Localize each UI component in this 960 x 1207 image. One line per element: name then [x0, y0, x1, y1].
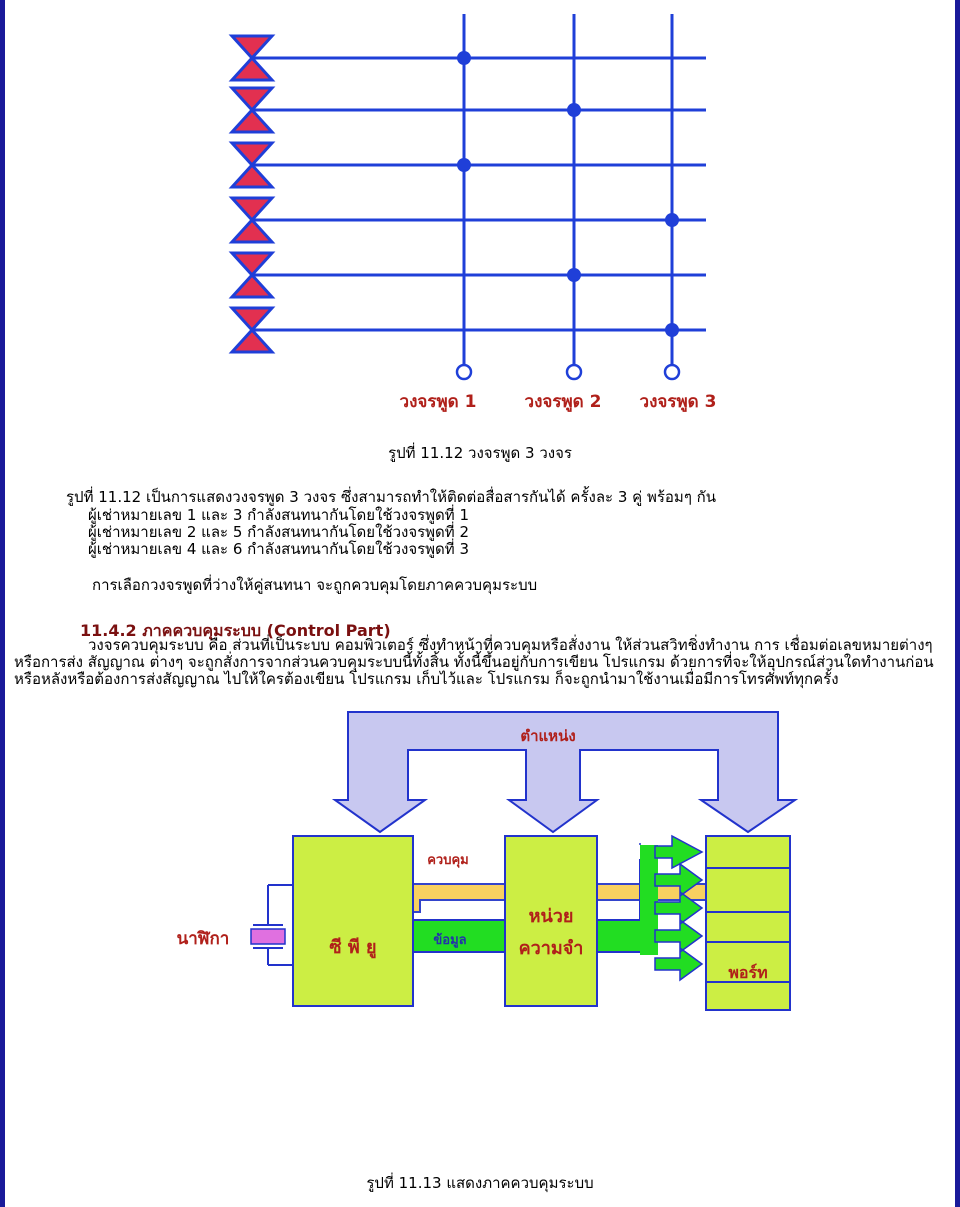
subscriber-connector-icon [228, 107, 276, 134]
cpu-block [292, 835, 414, 1007]
data-bus-label: ข้อมูล [433, 932, 466, 948]
crystal-icon [250, 928, 286, 945]
crosspoint-dot [665, 213, 679, 227]
clock-label: นาฬิกา [177, 929, 230, 949]
circuit-terminal [663, 363, 681, 381]
figure-11-13-caption: รูปที่ 11.13 แสดงภาคควบคุมระบบ [366, 1174, 594, 1192]
description-line: การเลือกวงจรพูดที่ว่างให้คู่สนทนา จะถูกค… [92, 576, 538, 594]
data-bus-arrow [315, 839, 656, 953]
memory-label-line1: หน่วย [529, 906, 574, 927]
address-bus-label: ตำแหน่ง [520, 727, 575, 745]
address-bus-arrow [331, 711, 799, 834]
subscriber-connector-icon [228, 217, 276, 244]
cpu-label: ซี พี ยู [329, 937, 376, 959]
subscriber-connector-icon [228, 162, 276, 189]
description-line: ผู้เช่าหมายเลข 1 และ 3 กำลังสนทนากันโดยใ… [88, 506, 469, 524]
subscriber-connector-icon [228, 306, 276, 333]
section-title: 11.4.2 ภาคควบคุมระบบ (Control Part) [80, 621, 391, 640]
circuit-terminal [455, 363, 473, 381]
crosspoint-dot [567, 103, 581, 117]
section-body-text: วงจรควบคุมระบบ คือ ส่วนที่เป็นระบบ คอมพิ… [14, 636, 934, 688]
crosspoint-dot [457, 51, 471, 65]
page-border-right [955, 0, 960, 1207]
figure-11-12-caption: รูปที่ 11.12 วงจรพูด 3 วงจร [388, 444, 572, 462]
subscriber-connector-icon [228, 55, 276, 82]
crosspoint-dot [567, 268, 581, 282]
port-label: พอร์ท [728, 963, 767, 982]
page-border-left [0, 0, 5, 1207]
description-line: ผู้เช่าหมายเลข 4 และ 6 กำลังสนทนากันโดยใ… [88, 540, 469, 558]
circuit-terminal [565, 363, 583, 381]
circuit-label-1: วงจรพูด 1 [400, 392, 477, 413]
memory-block [504, 835, 598, 1007]
data-bus-riser [640, 845, 658, 955]
subscriber-connector-icon [228, 34, 276, 61]
subscriber-connector-icon [228, 141, 276, 168]
port-block [705, 835, 791, 1011]
subscriber-connector-icon [228, 86, 276, 113]
subscriber-connector-icon [228, 272, 276, 299]
description-line: ผู้เช่าหมายเลข 2 และ 5 กำลังสนทนากันโดยใ… [88, 523, 469, 541]
circuit-label-2: วงจรพูด 2 [525, 392, 602, 413]
data-bus-port-arrows [639, 834, 704, 982]
crossbar-grid [228, 14, 706, 381]
subscriber-connector-icon [228, 251, 276, 278]
crosspoint-dot [665, 323, 679, 337]
crosspoint-dot [457, 158, 471, 172]
memory-label-line2: ความจำ [519, 938, 584, 959]
circuit-label-3: วงจรพูด 3 [640, 392, 717, 413]
speech-circuit-diagram: วงจรพูด 1 วงจรพูด 2 วงจรพูด 3 [228, 14, 717, 413]
description-intro: รูปที่ 11.12 เป็นการแสดงวงจรพูด 3 วงจร ซ… [66, 488, 716, 506]
subscriber-connector-icon [228, 196, 276, 223]
section-body: วงจรควบคุมระบบ คือ ส่วนที่เป็นระบบ คอมพิ… [14, 637, 944, 688]
subscriber-connector-icon [228, 327, 276, 354]
control-bus-arrow [378, 837, 778, 913]
control-bus-label: ควบคุม [427, 853, 469, 868]
